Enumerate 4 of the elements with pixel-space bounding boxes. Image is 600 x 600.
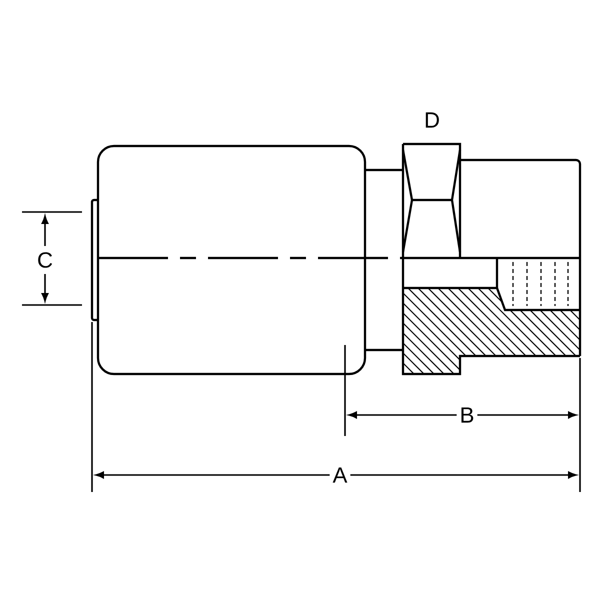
dimension-label: A bbox=[330, 464, 350, 486]
dimension-label: D bbox=[426, 112, 439, 128]
dimension-label: B bbox=[456, 404, 478, 426]
dimension-label: C bbox=[38, 252, 52, 268]
